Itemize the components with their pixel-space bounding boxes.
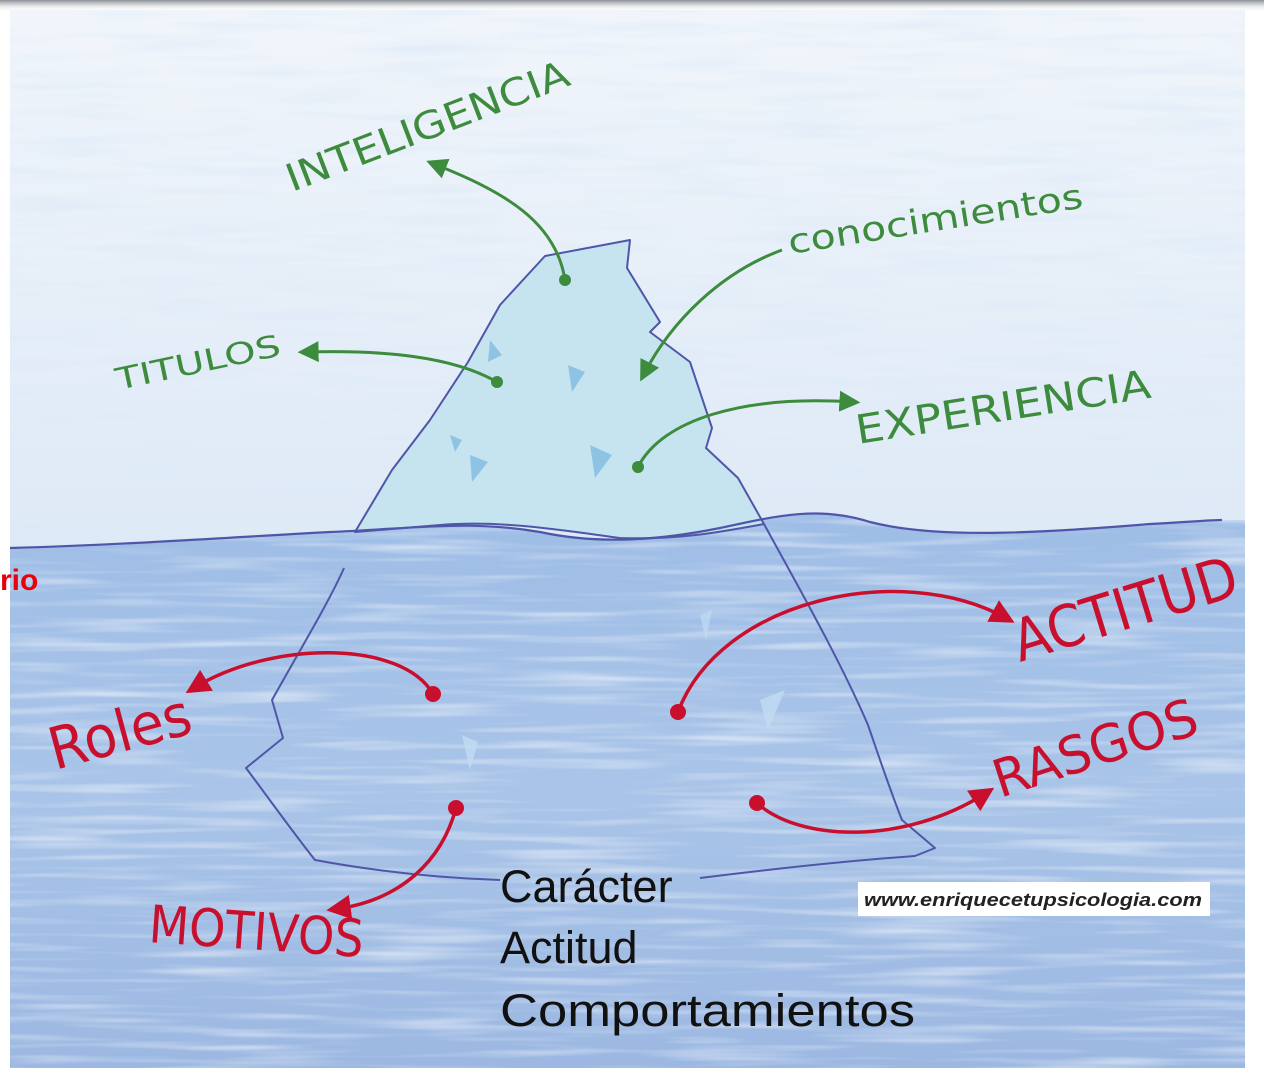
arrow-roles xyxy=(185,651,435,695)
list-item: Actitud xyxy=(500,922,638,973)
top-shadow xyxy=(0,0,1264,12)
water xyxy=(10,513,1245,1068)
arrow-titulos xyxy=(297,341,498,384)
dot-roles xyxy=(425,686,441,702)
arrow-experiencia xyxy=(636,390,861,468)
underwater-shading-1 xyxy=(462,735,478,770)
water-crayon-texture xyxy=(10,513,1245,1068)
dot-experiencia xyxy=(632,461,644,473)
iceberg-shading-2 xyxy=(568,365,585,392)
dot-actitud xyxy=(670,704,686,720)
list-item: Comportamientos xyxy=(500,985,915,1036)
arrow-motivos xyxy=(326,807,458,920)
dot-motivos xyxy=(448,800,464,816)
watermark-text: www.enriquecetupsicologia.com xyxy=(864,890,1202,910)
watermark-background xyxy=(858,882,1210,916)
iceberg-tip-shape xyxy=(354,239,765,540)
underwater-shading-2 xyxy=(760,690,785,730)
arrow-conocimientos xyxy=(640,248,783,382)
iceberg-shading-5 xyxy=(450,435,462,452)
iceberg-shading-4 xyxy=(470,455,488,482)
underwater-shading-3 xyxy=(700,610,712,640)
list-item: Carácter xyxy=(500,861,673,912)
dot-inteligencia xyxy=(559,274,571,286)
below-water-arrows xyxy=(185,589,1015,920)
list: Carácter Actitud Comportamientos xyxy=(500,861,915,1036)
iceberg-shading-3 xyxy=(590,445,612,478)
iceberg-tip xyxy=(354,239,765,540)
arrow-actitud xyxy=(676,589,1015,713)
above-water-arrows xyxy=(297,158,861,473)
arrow-rasgos xyxy=(755,787,995,834)
watermark: www.enriquecetupsicologia.com xyxy=(858,882,1210,916)
label-motivos: MOTIVOS xyxy=(147,895,366,970)
waterline xyxy=(9,512,1223,550)
iceberg-shading-1 xyxy=(488,340,502,362)
arrow-inteligencia xyxy=(426,158,567,281)
side-label: rio xyxy=(0,564,38,597)
dot-titulos xyxy=(491,376,503,388)
dot-rasgos xyxy=(749,795,765,811)
